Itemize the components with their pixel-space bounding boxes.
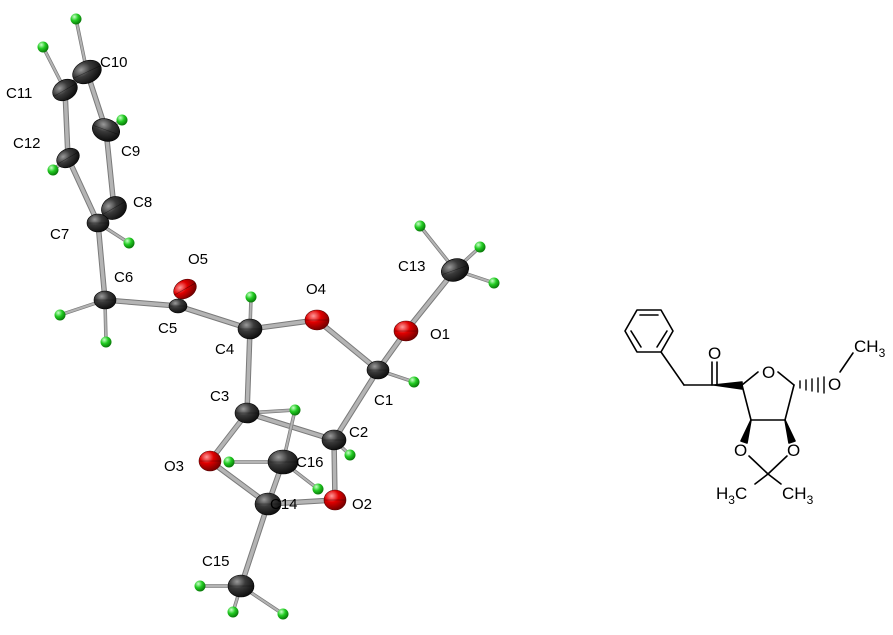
ellipsoid-axis [174, 282, 196, 296]
ellipsoid-axis [92, 124, 120, 136]
ellipsoid-axis [57, 151, 79, 165]
bond-c14-c15 [239, 502, 270, 588]
ring-bond [741, 371, 759, 386]
methoxy-oxygen-label: O [828, 375, 841, 394]
bond-c5-c4 [176, 304, 252, 331]
atom-label-c1: C1 [374, 392, 393, 409]
atom-label-c11: C11 [6, 85, 32, 102]
atom-label-c4: C4 [215, 341, 234, 358]
methyl-right-label: CH3 [782, 484, 814, 507]
ring-bond [784, 384, 795, 421]
ring-bond [777, 371, 795, 386]
hydrogen-atom-h15c [277, 608, 289, 620]
skeletal-label-layer: O O O CH3 O O H3C CH3 [708, 337, 886, 507]
hydrogen-atom-h3 [289, 404, 301, 416]
hydrogen-atom-h6a [54, 309, 66, 321]
atom-label-c2: C2 [349, 424, 368, 441]
wedge-bond [740, 419, 752, 444]
bond-c4-c3 [245, 327, 252, 415]
hydrogen-atom-h16b [312, 483, 324, 495]
hashed-bond [799, 376, 825, 394]
dioxolane-bond [767, 455, 788, 475]
bond-c11-c12 [63, 88, 70, 160]
bond-c6-c5 [103, 298, 180, 308]
atom-label-o1: O1 [430, 326, 450, 343]
methoxy-methyl-label: CH3 [854, 337, 886, 360]
atom-label-c14: C14 [270, 496, 298, 513]
atom-label-c12: C12 [13, 135, 41, 152]
hydrogen-atom-h10 [70, 13, 82, 25]
methoxy-bond [839, 352, 854, 373]
atom-label-o4: O4 [306, 281, 326, 298]
atom-label-c10: C10 [100, 54, 128, 71]
benzene-double-bond [656, 330, 668, 348]
ketone-oxygen-label: O [708, 344, 721, 363]
ellipsoid-axis [73, 65, 101, 79]
bond-o4-c1 [315, 318, 380, 372]
hydrogen-atom-h6b [100, 336, 112, 348]
bond-c9-c8 [104, 128, 116, 210]
methoxy-ch-text: CH [854, 337, 879, 356]
atom-label-o3: O3 [164, 458, 184, 475]
atom-layer [37, 13, 500, 620]
wedge-bond [784, 419, 796, 444]
methyl-left-h-text: H [716, 484, 728, 503]
bond-layer [41, 17, 496, 616]
skeletal-structure-formula [624, 309, 854, 485]
hydrogen-atom-h1 [408, 376, 420, 388]
hydrogen-atom-h7 [123, 237, 135, 249]
atom-label-o5: O5 [188, 251, 208, 268]
hydrogen-atom-h15b [227, 606, 239, 618]
hydrogen-atom-h13a [414, 220, 426, 232]
dioxolane-bond [748, 455, 769, 475]
dioxolane-oxygen-right-label: O [787, 441, 800, 460]
hydrogen-atom-h15a [194, 580, 206, 592]
ellipsoid-axis [53, 83, 77, 97]
benzyl-bond [660, 351, 685, 386]
methyl-left-subscript: 3 [728, 493, 735, 507]
atom-label-c13: C13 [398, 258, 426, 275]
bond-c12-c7 [66, 156, 100, 225]
methyl-left-label: H3C [716, 484, 747, 507]
atom-label-o2: O2 [352, 496, 372, 513]
dioxolane-oxygen-left-label: O [734, 441, 747, 460]
methyl-right-subscript: 3 [807, 493, 814, 507]
atom-label-c9: C9 [121, 143, 140, 160]
ortep-crystal-structure: C10 C11 C9 C12 C8 C7 C6 O5 C5 O4 C13 O1 … [6, 13, 500, 620]
atom-label-c7: C7 [50, 226, 69, 243]
ellipsoid-axis [441, 264, 469, 276]
ellipsoid-axis [102, 201, 126, 215]
hydrogen-atom-h13c [488, 277, 500, 289]
wedge-bond [713, 381, 743, 390]
hydrogen-atom-h13b [474, 241, 486, 253]
methyl-bond [767, 473, 782, 485]
bond-c7-c6 [96, 221, 107, 302]
methyl-left-c-text: C [735, 484, 747, 503]
hydrogen-atom-h2 [344, 449, 356, 461]
benzene-ring [624, 309, 674, 353]
hydrogen-atom-h11 [37, 41, 49, 53]
hydrogen-atom-h4 [245, 291, 257, 303]
atom-label-c8: C8 [133, 194, 152, 211]
methyl-bond [754, 473, 769, 485]
methyl-right-ch-text: CH [782, 484, 807, 503]
atom-label-c3: C3 [210, 388, 229, 405]
hydrogen-atom-h9 [116, 114, 128, 126]
atom-label-c16: C16 [296, 454, 324, 471]
atom-label-c6: C6 [114, 269, 133, 286]
benzene-double-bond [630, 330, 642, 348]
atom-label-layer: C10 C11 C9 C12 C8 C7 C6 O5 C5 O4 C13 O1 … [6, 54, 450, 570]
hydrogen-atom-h16a [223, 456, 235, 468]
ring-oxygen-label: O [762, 363, 775, 382]
bond-c1-c2 [332, 368, 380, 442]
atom-label-c5: C5 [158, 320, 177, 337]
hydrogen-atom-h12 [47, 164, 59, 176]
atom-label-c15: C15 [202, 553, 230, 570]
ring-bond [741, 384, 752, 421]
methoxy-subscript: 3 [879, 346, 886, 360]
